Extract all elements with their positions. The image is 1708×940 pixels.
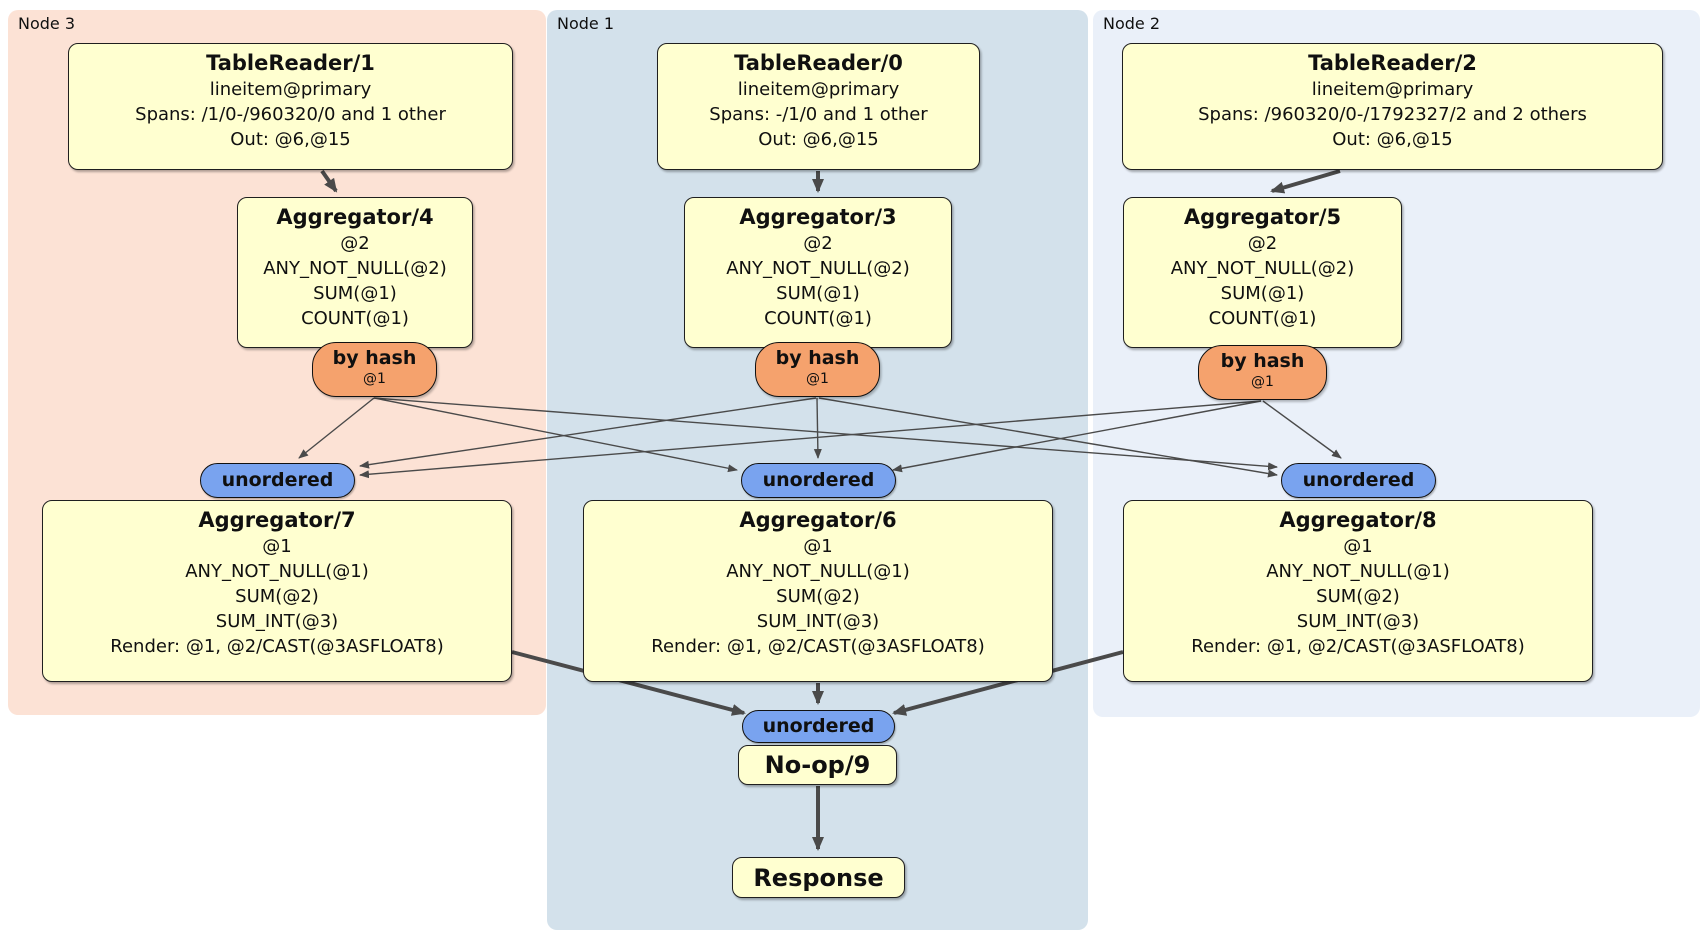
processor-detail-line: lineitem@primary — [209, 79, 372, 100]
processor-detail-line: SUM_INT(@3) — [756, 611, 880, 632]
processor-title: Aggregator/7 — [198, 508, 356, 532]
processor-tablereader-2: TableReader/2 lineitem@primary Spans: /9… — [1122, 43, 1663, 170]
processor-aggregator-3: Aggregator/3 @2 ANY_NOT_NULL(@2) SUM(@1)… — [684, 197, 952, 348]
processor-aggregator-5: Aggregator/5 @2 ANY_NOT_NULL(@2) SUM(@1)… — [1123, 197, 1402, 348]
processor-detail-line: ANY_NOT_NULL(@1) — [726, 561, 910, 582]
router-by-hash-5: by hash @1 — [1198, 345, 1327, 400]
processor-aggregator-8: Aggregator/8 @1 ANY_NOT_NULL(@1) SUM(@2)… — [1123, 500, 1593, 682]
processor-tablereader-1: TableReader/1 lineitem@primary Spans: /1… — [68, 43, 513, 170]
processor-title: Aggregator/6 — [739, 508, 897, 532]
processor-title: Aggregator/8 — [1279, 508, 1437, 532]
region-node1-label: Node 1 — [557, 14, 615, 33]
processor-detail-line: SUM(@1) — [1220, 283, 1305, 304]
router-label: by hash — [775, 347, 860, 369]
processor-detail-line: @1 — [1343, 536, 1373, 557]
response-node: Response — [732, 857, 905, 898]
processor-detail-line: @1 — [803, 536, 833, 557]
processor-title: TableReader/0 — [734, 51, 903, 75]
processor-detail-line: lineitem@primary — [1311, 79, 1474, 100]
processor-detail-line: ANY_NOT_NULL(@2) — [1170, 258, 1355, 279]
region-node2-label: Node 2 — [1103, 14, 1161, 33]
processor-detail-line: Out: @6,@15 — [758, 129, 879, 150]
processor-title: TableReader/2 — [1308, 51, 1477, 75]
processor-detail-line: COUNT(@1) — [301, 308, 409, 329]
processor-detail-line: SUM(@2) — [1316, 586, 1400, 607]
processor-detail-line: SUM(@1) — [776, 283, 860, 304]
processor-detail-line: @1 — [262, 536, 292, 557]
sync-unordered-middle: unordered — [741, 463, 896, 498]
router-columns: @1 — [1251, 374, 1274, 390]
processor-detail-line: @2 — [340, 233, 370, 254]
processor-detail-line: ANY_NOT_NULL(@1) — [185, 561, 369, 582]
router-by-hash-4: by hash @1 — [312, 342, 437, 397]
processor-title: Response — [753, 863, 884, 892]
processor-detail-line: ANY_NOT_NULL(@2) — [726, 258, 910, 279]
processor-title: Aggregator/5 — [1183, 205, 1342, 229]
processor-detail-line: Render: @1, @2/CAST(@3ASFLOAT8) — [651, 636, 985, 657]
processor-detail-line: Spans: /1/0-/960320/0 and 1 other — [135, 104, 446, 125]
processor-detail-line: COUNT(@1) — [1208, 308, 1317, 329]
processor-detail-line: SUM_INT(@3) — [1296, 611, 1420, 632]
processor-detail-line: Out: @6,@15 — [230, 129, 351, 150]
processor-aggregator-6: Aggregator/6 @1 ANY_NOT_NULL(@1) SUM(@2)… — [583, 500, 1053, 682]
processor-detail-line: SUM(@2) — [235, 586, 319, 607]
sync-unordered-left: unordered — [200, 463, 355, 498]
router-label: by hash — [332, 347, 417, 369]
sync-unordered-right: unordered — [1281, 463, 1436, 498]
processor-detail-line: @2 — [1247, 233, 1278, 254]
router-by-hash-3: by hash @1 — [755, 342, 880, 397]
processor-aggregator-7: Aggregator/7 @1 ANY_NOT_NULL(@1) SUM(@2)… — [42, 500, 512, 682]
processor-noop-9: No-op/9 — [738, 745, 897, 785]
processor-detail-line: COUNT(@1) — [764, 308, 872, 329]
processor-detail-line: SUM_INT(@3) — [215, 611, 339, 632]
processor-title: TableReader/1 — [206, 51, 375, 75]
processor-detail-line: @2 — [803, 233, 833, 254]
router-columns: @1 — [806, 371, 829, 387]
processor-title: Aggregator/4 — [276, 205, 434, 229]
processor-detail-line: Out: @6,@15 — [1332, 129, 1453, 150]
processor-detail-line: SUM(@1) — [313, 283, 397, 304]
processor-detail-line: lineitem@primary — [737, 79, 900, 100]
router-columns: @1 — [363, 371, 386, 387]
processor-title: Aggregator/3 — [739, 205, 897, 229]
processor-title: No-op/9 — [764, 751, 871, 779]
processor-detail-line: SUM(@2) — [776, 586, 860, 607]
processor-tablereader-0: TableReader/0 lineitem@primary Spans: -/… — [657, 43, 980, 170]
processor-detail-line: Render: @1, @2/CAST(@3ASFLOAT8) — [110, 636, 444, 657]
processor-aggregator-4: Aggregator/4 @2 ANY_NOT_NULL(@2) SUM(@1)… — [237, 197, 473, 348]
processor-detail-line: ANY_NOT_NULL(@1) — [1266, 561, 1450, 582]
router-label: by hash — [1220, 350, 1305, 372]
processor-detail-line: Spans: /960320/0-/1792327/2 and 2 others — [1198, 104, 1587, 125]
sync-unordered-final: unordered — [742, 710, 895, 743]
region-node3-label: Node 3 — [18, 14, 76, 33]
processor-detail-line: Render: @1, @2/CAST(@3ASFLOAT8) — [1191, 636, 1525, 657]
processor-detail-line: ANY_NOT_NULL(@2) — [263, 258, 447, 279]
processor-detail-line: Spans: -/1/0 and 1 other — [709, 104, 928, 125]
